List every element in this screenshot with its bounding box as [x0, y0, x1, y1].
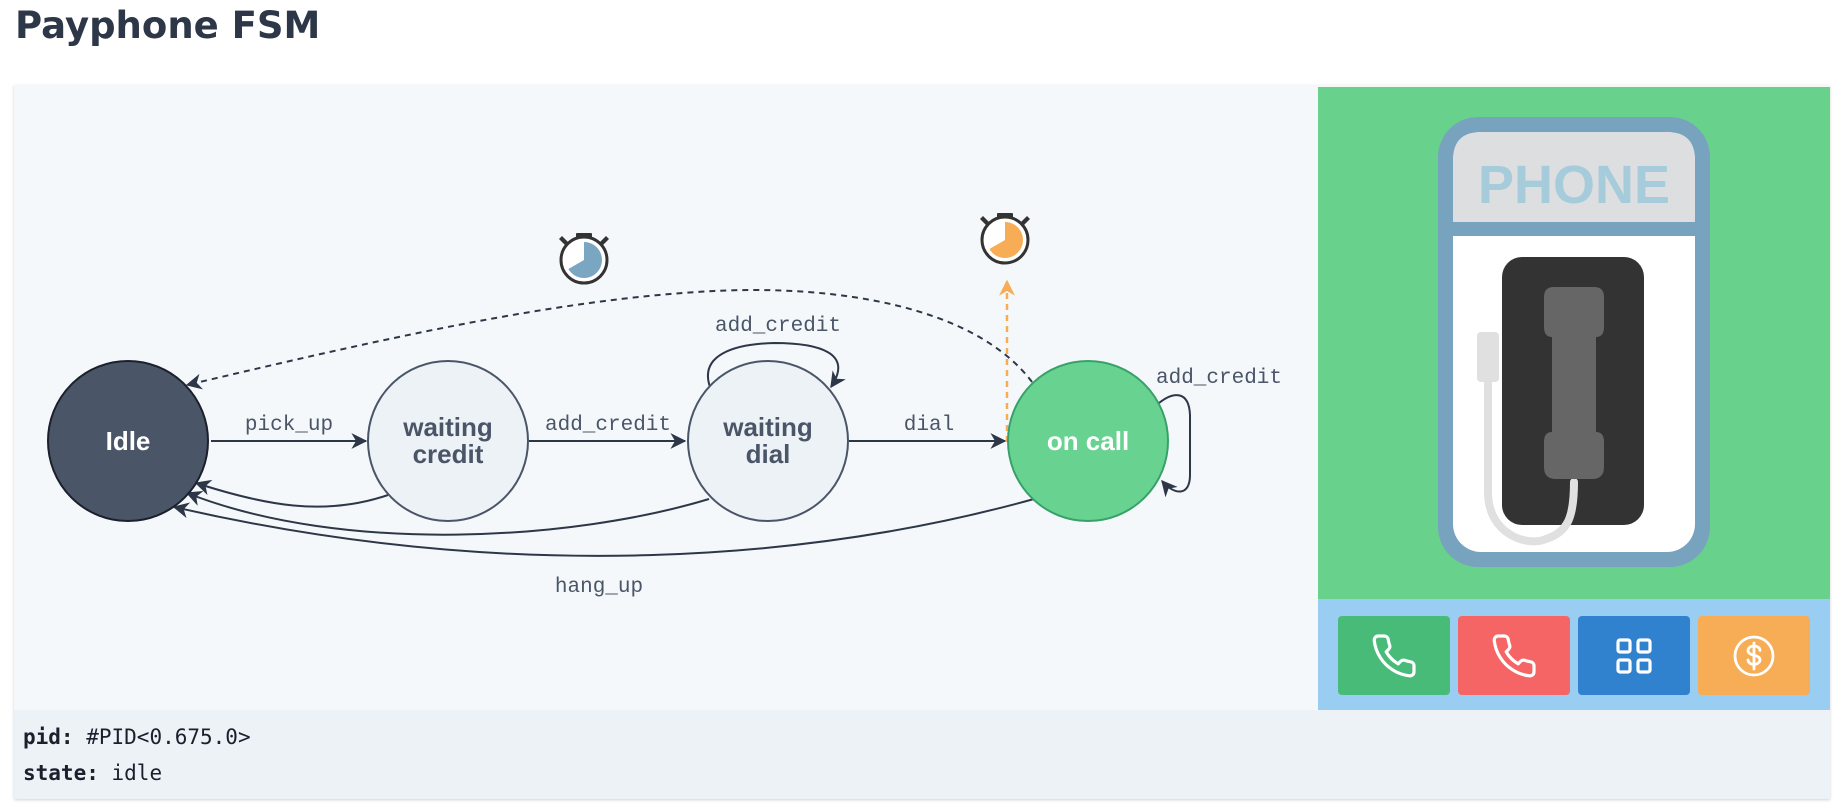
keypad-grid-icon: [1616, 637, 1652, 674]
state-waiting-credit: waiting credit: [367, 360, 529, 522]
state-value: idle: [111, 761, 163, 785]
pick-up-button[interactable]: [1338, 616, 1450, 695]
label-hang-up: hang_up: [555, 576, 643, 599]
phone-icon: [1492, 633, 1536, 677]
phone-booth-area: PHONE: [1318, 87, 1830, 599]
control-buttons: [1338, 616, 1810, 695]
label-add-credit-loop-dial: add_credit: [715, 315, 841, 338]
state-on-call-label: on call: [1047, 426, 1129, 456]
page-title: Payphone FSM: [15, 4, 321, 47]
state-line: state: idle: [23, 761, 162, 785]
state-idle: Idle: [47, 360, 209, 522]
edge-hang-up-dial: [185, 490, 710, 536]
call-timer-icon: [980, 213, 1030, 265]
phone-sign-text: PHONE: [1478, 155, 1670, 215]
state-idle-label: Idle: [106, 426, 151, 456]
state-label: state:: [23, 761, 99, 785]
dollar-coin-icon: [1733, 635, 1775, 676]
state-waiting-dial: waiting dial: [687, 360, 849, 522]
label-dial: dial: [904, 414, 954, 437]
phone-panel: PHONE: [1318, 87, 1830, 710]
phone-booth-illustration: PHONE: [1438, 117, 1710, 567]
hang-up-button[interactable]: [1458, 616, 1570, 695]
edge-hang-up-credit: [194, 479, 389, 508]
phone-icon: [1372, 633, 1416, 677]
edge-timeout: [185, 289, 1033, 390]
state-on-call: on call: [1007, 360, 1169, 522]
edge-hang-up-call: [172, 498, 1035, 557]
label-pick-up: pick_up: [245, 414, 333, 437]
fsm-diagram: pick_up add_credit add_credit dial add_c…: [14, 85, 1317, 710]
edge-add-credit-loop-call: [1158, 394, 1191, 498]
timeout-timer-icon: [559, 233, 609, 285]
payphone-card: pick_up add_credit add_credit dial add_c…: [14, 85, 1830, 799]
state-waiting-dial-label-1: waiting: [722, 412, 813, 442]
pid-label: pid:: [23, 725, 74, 749]
edge-add-credit-loop-dial: [707, 341, 846, 389]
process-info: pid: #PID<0.675.0> state: idle: [14, 710, 1830, 799]
state-waiting-dial-label-2: dial: [746, 439, 791, 469]
label-add-credit-loop-call: add_credit: [1156, 367, 1282, 390]
dial-button[interactable]: [1578, 616, 1690, 695]
pid-value: #PID<0.675.0>: [86, 725, 251, 749]
pid-line: pid: #PID<0.675.0>: [23, 725, 251, 749]
state-waiting-credit-label-1: waiting: [402, 412, 493, 442]
state-waiting-credit-label-2: credit: [413, 439, 484, 469]
fsm-svg: pick_up add_credit add_credit dial add_c…: [47, 213, 1282, 599]
label-add-credit: add_credit: [545, 414, 671, 437]
add-credit-button[interactable]: [1698, 616, 1810, 695]
